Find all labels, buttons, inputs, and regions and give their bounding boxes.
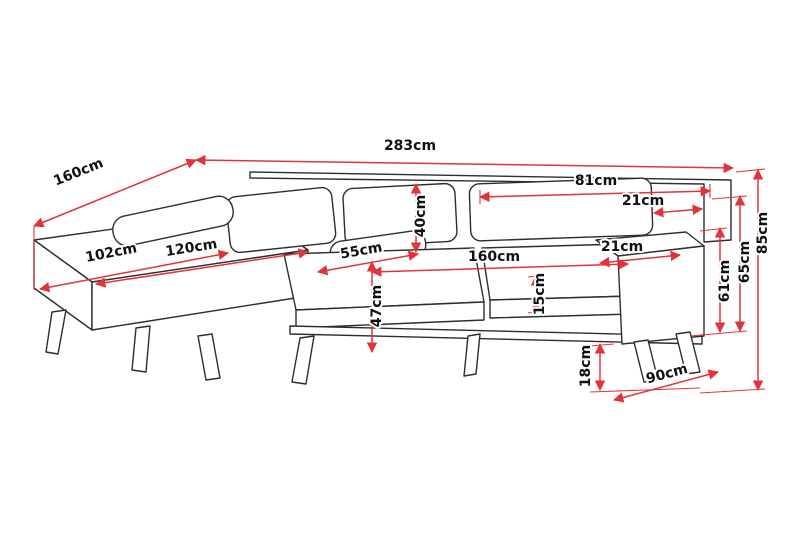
sofa-leg [463,333,481,377]
dim-label-armrest-height: 61cm [717,260,733,302]
dim-line-total-width [194,154,735,174]
dim-label-total-height: 85cm [755,212,771,254]
armrest-front [617,245,705,345]
dim-tick [527,274,547,278]
sofa-leg [45,309,67,355]
dim-label-seat-width: 160cm [468,249,520,265]
dim-line-armrest-width [598,250,682,268]
dim-line-back-edge-gap [652,204,704,218]
back-cushion-right [468,177,654,242]
sofa-leg [291,335,315,385]
dim-tick [699,227,728,232]
backrest [249,171,732,243]
dimension-lines [33,154,766,403]
back-cushion-left [225,186,337,254]
dim-label-backrest-height: 65cm [737,241,753,283]
sofa-leg [131,325,151,373]
dim-tick [589,343,615,347]
dim-tick [711,195,748,200]
dim-label-armrest-width: 21cm [601,239,643,255]
base-frame [289,325,703,345]
seat-cushion-right-front [489,295,633,319]
dim-line-total-depth [612,369,720,403]
dim-label-seat-height: 47cm [369,285,385,327]
dim-label-back-edge-gap: 21cm [622,193,664,209]
dim-label-leg-height: 18cm [578,345,594,387]
dim-label-total-width: 283cm [384,138,436,154]
dim-tick [527,310,547,314]
dim-label-chaise-depth: 160cm [51,155,105,189]
dimension-labels: 283cm 160cm 102cm 120cm 55cm 40cm 47cm 8… [49,136,773,389]
dim-line-seat-width [370,259,630,277]
dim-line-chaise-width [94,248,310,288]
dim-label-seat-cushion-height: 15cm [532,273,548,315]
dim-tick [689,330,748,337]
dim-label-back-cushion-height: 40cm [413,195,429,237]
dim-line-back-cushion-width [478,185,712,203]
dim-label-back-cushion-width: 81cm [575,173,617,189]
dim-tick [735,168,766,173]
seat-cushion-left-front [295,301,485,329]
dim-line-chaise-depth [33,158,197,228]
sofa-leg [197,333,221,381]
dim-tick [699,388,766,394]
